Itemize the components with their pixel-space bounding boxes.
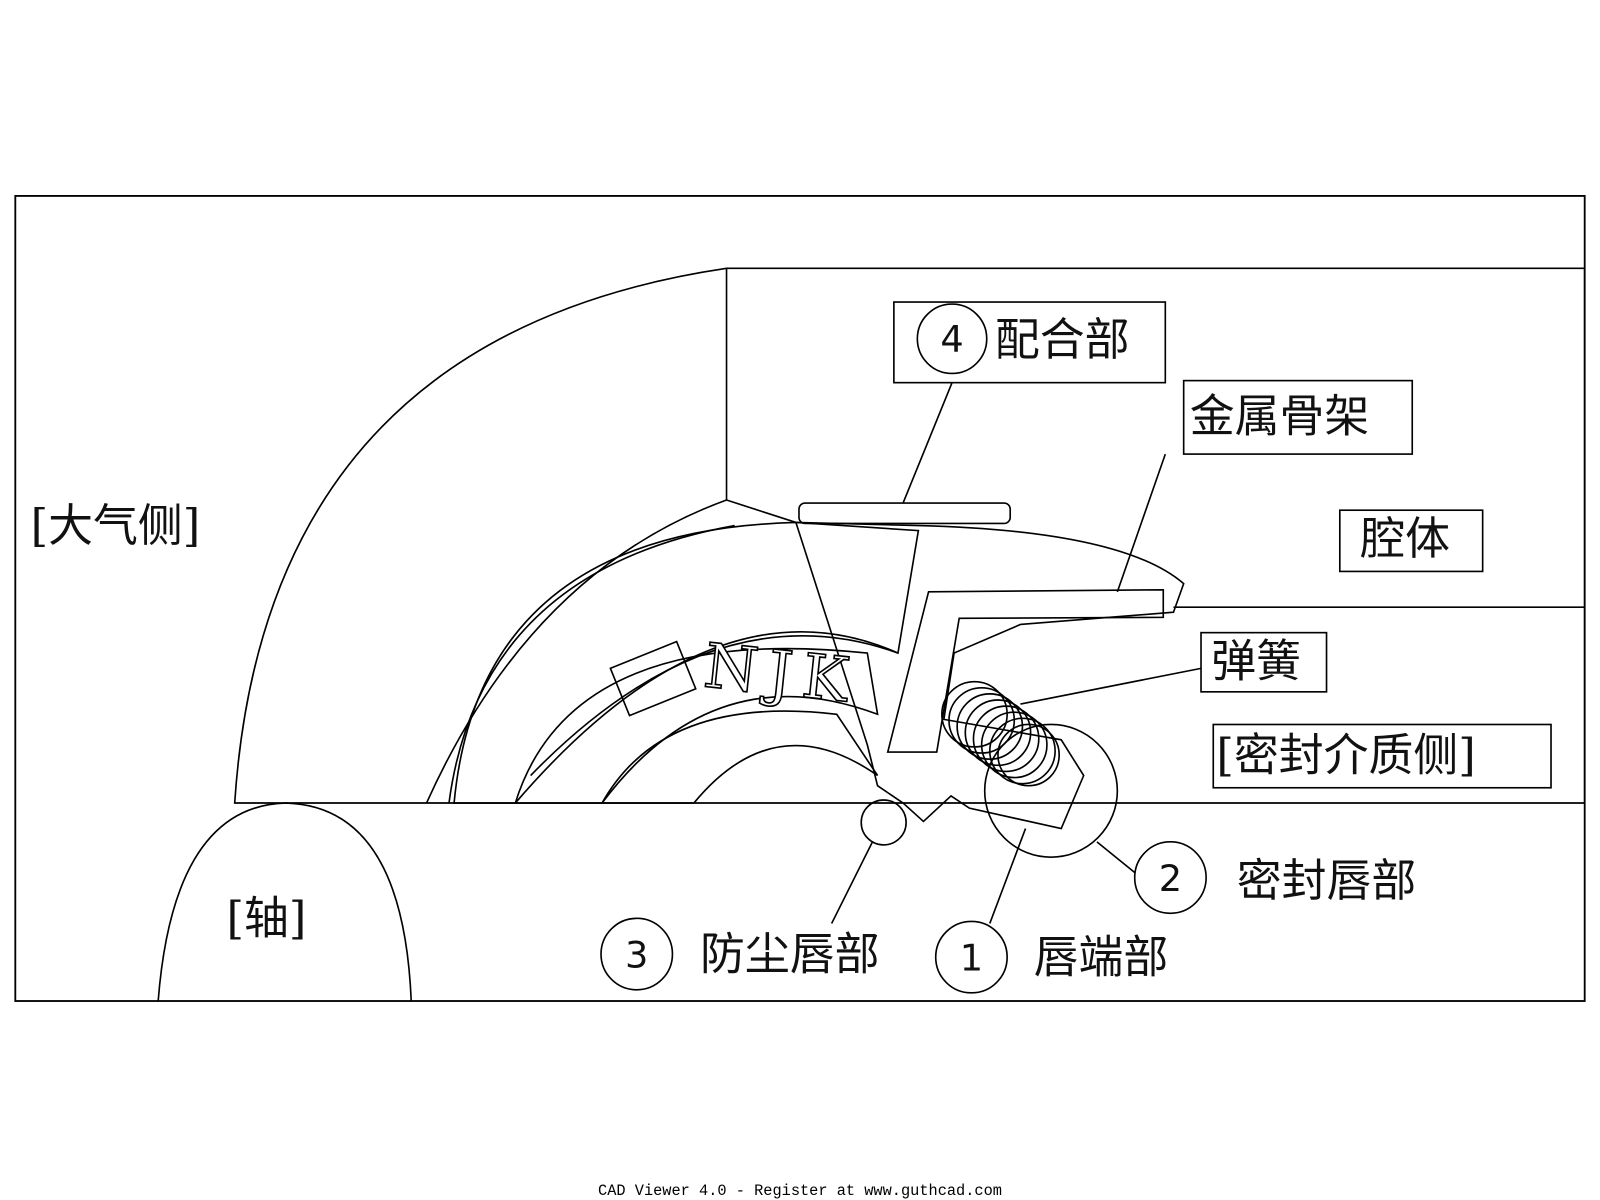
brand-mark: NJK <box>701 631 862 718</box>
metal-frame-label-box <box>1182 379 1414 455</box>
housing-label-box <box>1338 509 1484 573</box>
seal-inner-band <box>600 710 879 804</box>
callout-4-number: 4 <box>940 318 963 361</box>
shaft-profile <box>157 802 413 1002</box>
medium-side-label: [密封介质侧] <box>1216 728 1475 781</box>
spring-coils <box>941 680 1060 787</box>
callout-1-number: 1 <box>960 936 983 979</box>
leader-lines <box>830 382 1202 924</box>
spring-label-box <box>1200 631 1328 693</box>
fitting-plate <box>798 502 1012 525</box>
seal-outer-band <box>453 521 920 804</box>
viewer-footer: CAD Viewer 4.0 - Register at www.guthcad… <box>598 1182 1002 1200</box>
dust-lip-zone-circle <box>860 799 907 846</box>
medium-side-label-box <box>1212 723 1552 789</box>
atmosphere-side-label: [大气侧] <box>31 499 201 552</box>
callout-1-circle <box>934 920 1008 994</box>
housing-label: 腔体 <box>1360 512 1450 565</box>
logo-plate <box>609 640 697 717</box>
callout-2-number: 2 <box>1159 857 1182 900</box>
seal-body <box>794 521 1185 830</box>
fitting-label-box <box>893 301 1167 384</box>
callout-3-label: 防尘唇部 <box>700 927 880 980</box>
shaft-label: [轴] <box>227 892 307 945</box>
callout-3-number: 3 <box>625 933 648 976</box>
shaft-area <box>234 803 1585 1002</box>
callout-3-circle <box>600 917 674 991</box>
callout-1-label: 唇端部 <box>1034 930 1169 983</box>
metal-frame <box>886 588 1165 753</box>
callout-4-label: 配合部 <box>995 313 1130 366</box>
callout-2-label: 密封唇部 <box>1237 854 1417 907</box>
callout-4-circle <box>916 303 988 375</box>
atmosphere-region <box>233 267 1586 804</box>
housing-chamfer <box>425 499 797 804</box>
seal-logo-band <box>514 647 879 804</box>
callout-2-circle <box>1133 841 1207 915</box>
spring-label: 弹簧 <box>1211 635 1301 688</box>
metal-frame-label: 金属骨架 <box>1190 390 1370 443</box>
lip-tip-zone-circle <box>983 723 1119 858</box>
drawing-frame <box>14 195 1586 1002</box>
